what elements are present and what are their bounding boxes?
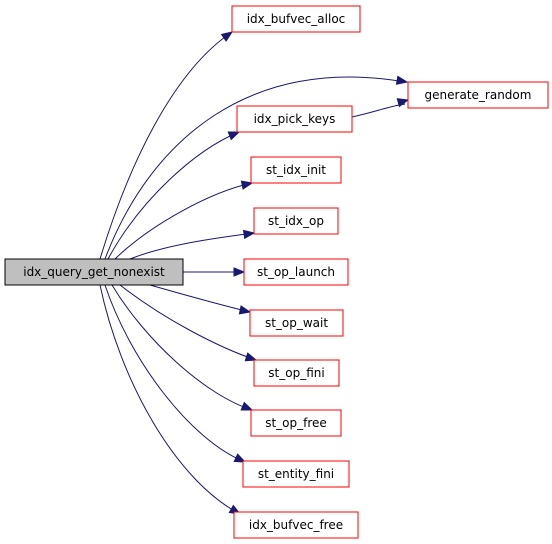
edge-idx_query_get_nonexist-to-idx_bufvec_alloc (99, 31, 234, 260)
node-st_op_wait[interactable]: st_op_wait (249, 309, 344, 337)
edge-line (149, 284, 251, 313)
node-idx_pick_keys[interactable]: idx_pick_keys (236, 105, 353, 133)
node-idx_bufvec_free[interactable]: idx_bufvec_free (233, 511, 359, 539)
node-st_op_launch[interactable]: st_op_launch (243, 258, 349, 286)
arrowhead-icon (244, 352, 258, 362)
edge-idx_query_get_nonexist-to-st_entity_fini (104, 284, 247, 463)
node-label-st_op_free: st_op_free (265, 416, 327, 430)
node-label-idx_bufvec_free: idx_bufvec_free (249, 518, 343, 532)
edge-line (99, 31, 233, 260)
arrowhead-icon (220, 31, 234, 42)
node-label-st_op_wait: st_op_wait (265, 316, 328, 330)
node-st_entity_fini[interactable]: st_entity_fini (242, 460, 350, 488)
node-st_op_free[interactable]: st_op_free (250, 409, 342, 437)
edge-line (104, 76, 406, 260)
arrowhead-icon (227, 131, 241, 141)
edge-idx_query_get_nonexist-to-st_idx_init (114, 180, 254, 260)
edge-line (119, 284, 257, 361)
edge-idx_query_get_nonexist-to-idx_pick_keys (107, 131, 241, 260)
edge-line (111, 284, 253, 411)
edge-idx_query_get_nonexist-to-st_op_wait (149, 284, 252, 315)
node-st_idx_op[interactable]: st_idx_op (253, 207, 339, 235)
edge-idx_pick_keys-to-generate_random (351, 98, 410, 118)
node-st_idx_init[interactable]: st_idx_init (250, 156, 342, 184)
edge-idx_query_get_nonexist-to-st_op_free (111, 284, 254, 411)
node-label-st_idx_init: st_idx_init (266, 163, 326, 177)
node-label-st_op_fini: st_op_fini (268, 366, 324, 380)
node-idx_query_get_nonexist[interactable]: idx_query_get_nonexist (4, 258, 184, 286)
arrowhead-icon (240, 401, 254, 411)
node-label-idx_pick_keys: idx_pick_keys (254, 112, 336, 126)
node-label-st_entity_fini: st_entity_fini (258, 467, 334, 481)
edge-idx_query_get_nonexist-to-generate_random (104, 75, 409, 260)
arrowhead-icon (240, 180, 254, 190)
node-label-idx_bufvec_alloc: idx_bufvec_alloc (247, 12, 346, 26)
edge-line (351, 103, 406, 118)
arrowhead-icon (233, 453, 247, 463)
arrowhead-icon (238, 305, 252, 315)
arrowhead-icon (396, 98, 410, 108)
arrowhead-icon (395, 75, 409, 85)
arrowhead-icon (233, 267, 246, 277)
node-label-st_idx_op: st_idx_op (268, 214, 324, 228)
arrowhead-icon (242, 229, 256, 240)
node-label-st_op_launch: st_op_launch (257, 265, 335, 279)
edge-line (99, 284, 241, 515)
node-st_op_fini[interactable]: st_op_fini (253, 359, 340, 387)
nodes-layer: idx_query_get_nonexist idx_bufvec_alloc … (4, 5, 549, 539)
edge-line (107, 131, 240, 260)
edge-idx_query_get_nonexist-to-st_op_fini (119, 284, 258, 362)
edges-layer (99, 31, 410, 515)
node-label-idx_query_get_nonexist: idx_query_get_nonexist (23, 265, 165, 279)
edge-line (114, 182, 253, 260)
node-label-generate_random: generate_random (425, 88, 532, 102)
edge-idx_query_get_nonexist-to-st_op_launch (183, 267, 246, 277)
node-generate_random[interactable]: generate_random (407, 81, 549, 109)
edge-line (104, 284, 246, 463)
edge-idx_query_get_nonexist-to-st_idx_op (129, 229, 256, 260)
node-idx_bufvec_alloc[interactable]: idx_bufvec_alloc (231, 5, 361, 33)
edge-line (129, 232, 255, 260)
